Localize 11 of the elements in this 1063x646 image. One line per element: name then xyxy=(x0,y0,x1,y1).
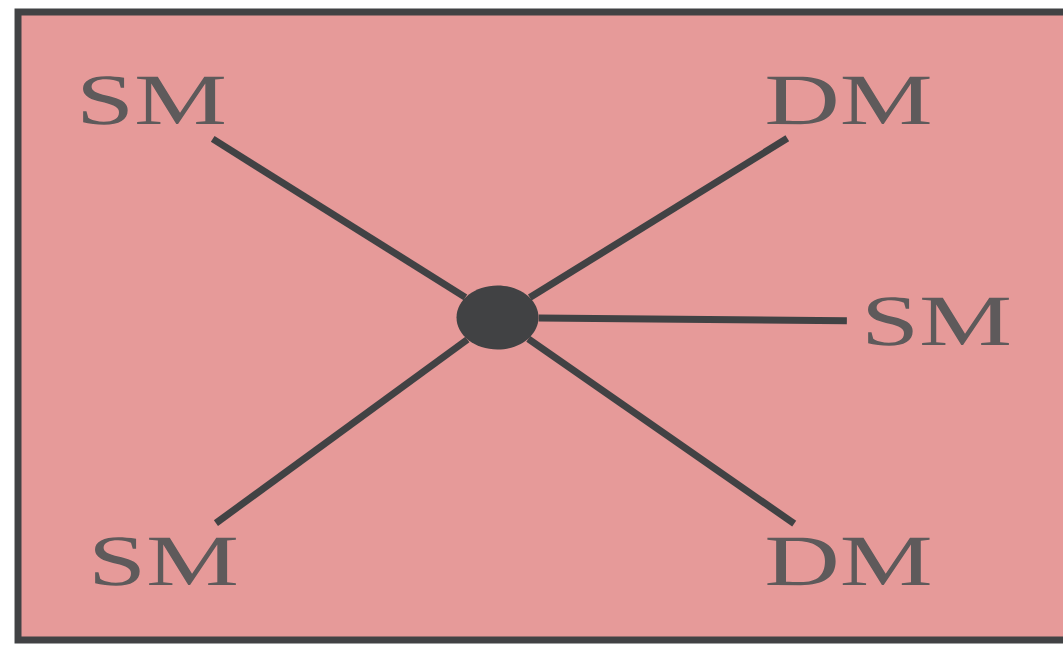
node-label: SM xyxy=(95,537,236,586)
frame-box xyxy=(14,8,1063,644)
node-label: SM xyxy=(83,76,224,125)
connector-line xyxy=(526,336,797,527)
node-label: DM xyxy=(767,76,930,125)
node-label: SM xyxy=(868,297,1009,346)
connector-line xyxy=(528,135,790,301)
connector-line xyxy=(213,336,470,526)
junction-dot xyxy=(456,285,539,350)
connector-line xyxy=(210,135,468,301)
node-label: DM xyxy=(767,537,930,586)
